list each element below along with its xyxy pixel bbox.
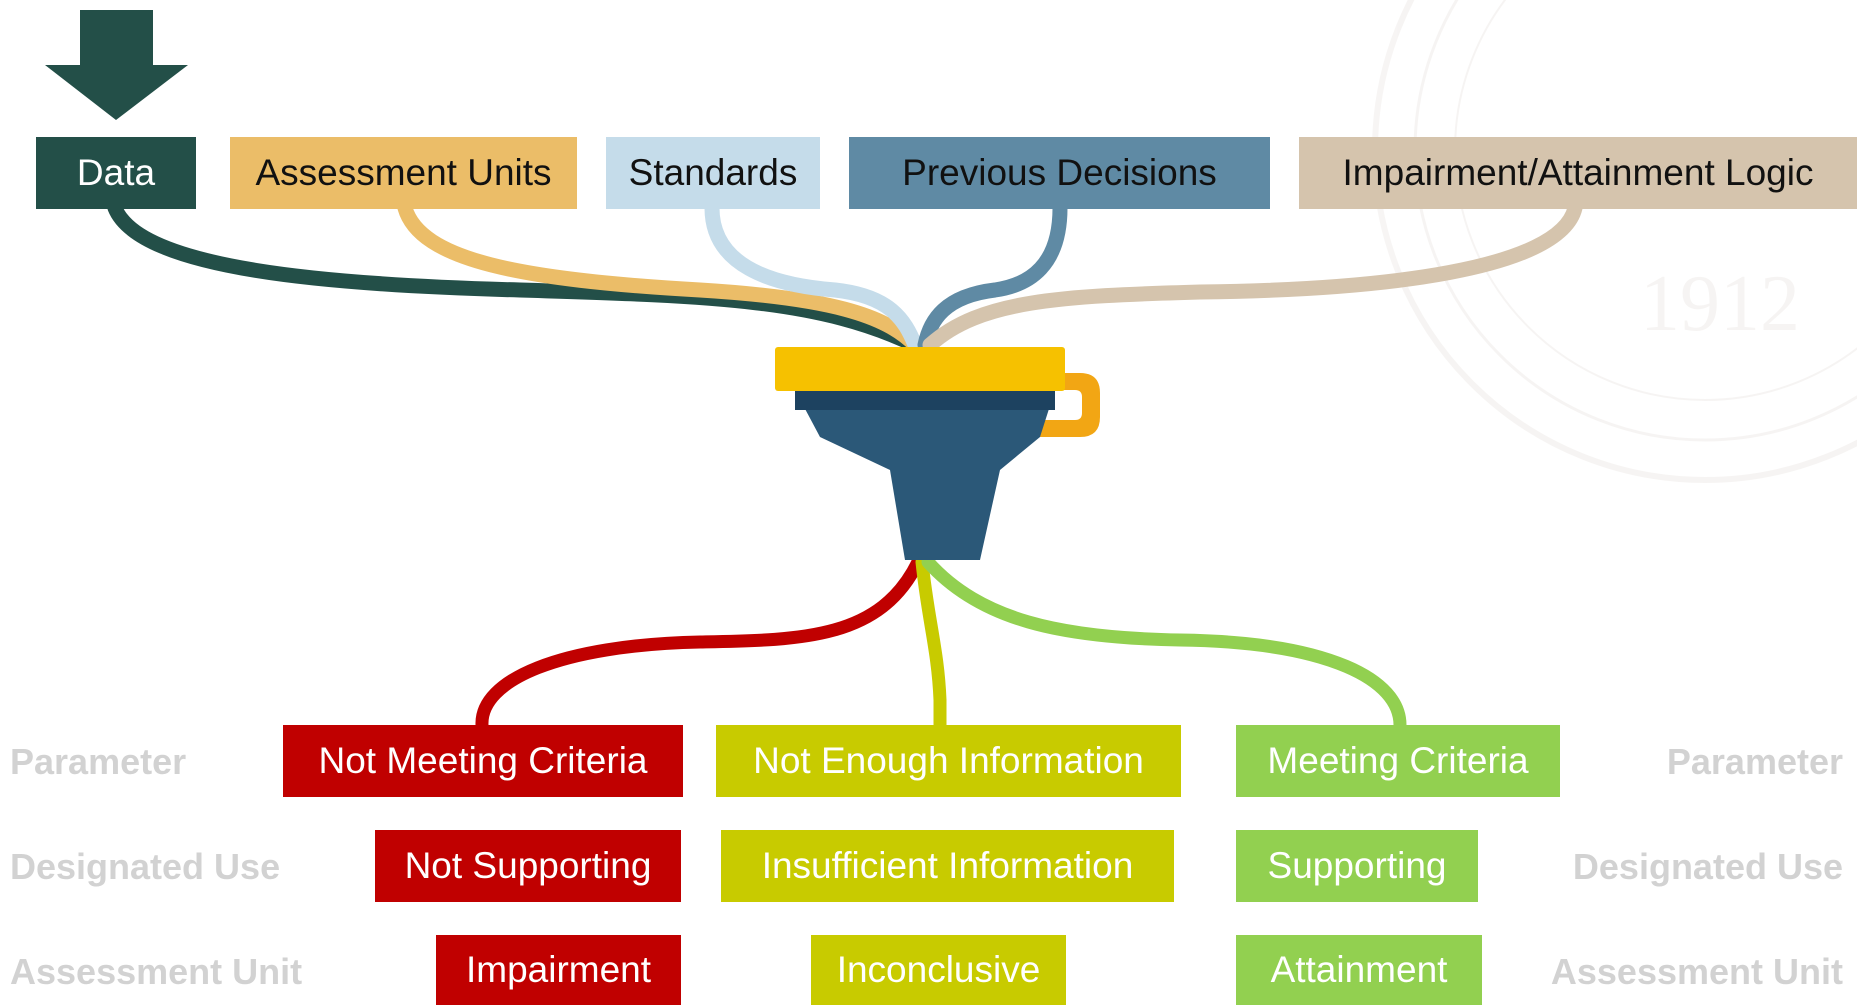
row-label-assessment-unit-right: Assessment Unit <box>1550 951 1843 992</box>
connector-assessment-units <box>397 200 923 353</box>
connector-green <box>921 555 1407 732</box>
outcome-not-meeting-criteria: Not Meeting Criteria <box>283 725 683 797</box>
seal-watermark-icon: 1912 <box>1372 0 1857 483</box>
connector-standards <box>704 200 923 353</box>
outcome-inconclusive: Inconclusive <box>811 935 1066 1005</box>
connector-red <box>475 555 925 732</box>
input-assessment-units: Assessment Units <box>230 137 577 209</box>
row-label-designated-use-right: Designated Use <box>1572 846 1843 887</box>
outcome-insufficient-information: Insufficient Information <box>721 830 1174 902</box>
connector-previous-decisions <box>917 200 1068 353</box>
outcome-not-enough-information: Not Enough Information <box>716 725 1181 797</box>
outcome-not-supporting: Not Supporting <box>375 830 681 902</box>
input-logic: Impairment/Attainment Logic <box>1299 137 1857 209</box>
down-arrow-icon <box>45 10 188 120</box>
input-data: Data <box>36 137 196 209</box>
row-label-designated-use-left: Designated Use <box>10 846 281 887</box>
connector-logic <box>922 200 1583 353</box>
svg-text:1912: 1912 <box>1640 260 1800 348</box>
row-label-assessment-unit-left: Assessment Unit <box>10 951 303 992</box>
outcome-meeting-criteria: Meeting Criteria <box>1236 725 1560 797</box>
outcome-impairment: Impairment <box>436 935 681 1005</box>
connector-data <box>107 200 923 353</box>
funnel-icon <box>775 347 1100 560</box>
outcome-attainment: Attainment <box>1236 935 1482 1005</box>
row-label-parameter-right: Parameter <box>1666 741 1843 782</box>
connector-yellow <box>915 555 947 732</box>
row-label-parameter-left: Parameter <box>10 741 187 782</box>
input-previous-decisions: Previous Decisions <box>849 137 1270 209</box>
outcome-supporting: Supporting <box>1236 830 1478 902</box>
input-standards: Standards <box>606 137 820 209</box>
